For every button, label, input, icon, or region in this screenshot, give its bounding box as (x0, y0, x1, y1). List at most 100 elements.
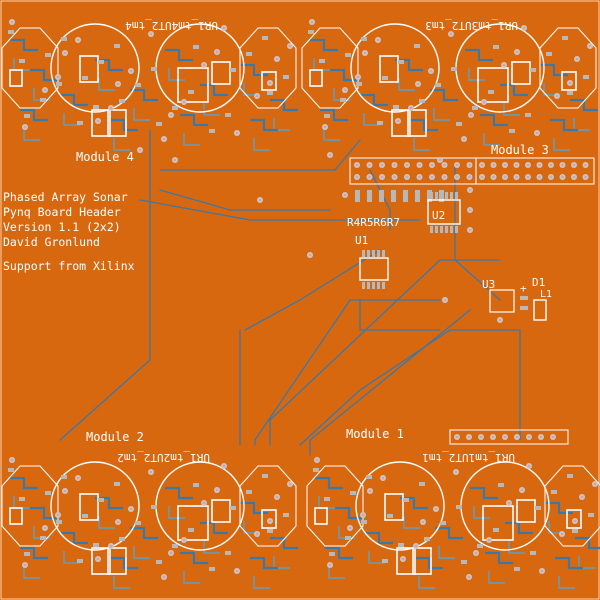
smd-pad (419, 99, 425, 103)
trace (330, 68, 358, 82)
component-outline (107, 547, 127, 575)
smd-pad (387, 514, 393, 518)
trace (270, 536, 298, 550)
smd-pad (151, 505, 157, 509)
trace (30, 68, 58, 82)
via-hole (222, 464, 226, 468)
smd-pad (403, 498, 409, 502)
smd-pad (324, 497, 330, 501)
smd-pad (588, 513, 594, 517)
component-outline (211, 499, 231, 523)
via-hole (468, 175, 471, 179)
trace (254, 299, 441, 446)
smd-pad (461, 560, 467, 564)
via-hole (492, 175, 495, 179)
via-hole (443, 163, 446, 167)
via-hole (434, 507, 438, 511)
smd-pad (319, 59, 325, 63)
trace (133, 546, 150, 559)
trace (323, 128, 340, 141)
via-hole (173, 158, 177, 162)
trace (98, 516, 115, 529)
via-hole (561, 175, 564, 179)
via-hole (275, 57, 279, 61)
via-hole (43, 526, 47, 530)
trace (575, 536, 600, 550)
via-hole (96, 119, 100, 123)
smd-pad (514, 567, 520, 571)
trace (418, 576, 435, 589)
footprint-outline (301, 27, 359, 109)
smd-pad (414, 44, 420, 48)
via-hole (343, 88, 347, 92)
via-hole (363, 51, 367, 55)
smd-pad (56, 82, 62, 86)
smd-pad (445, 226, 448, 233)
trace (438, 546, 455, 559)
smd-pad (61, 37, 67, 41)
trace (403, 516, 420, 529)
component-outline (261, 71, 277, 91)
via-hole (149, 470, 153, 474)
trace (503, 103, 520, 116)
smd-pad (535, 506, 541, 510)
smd-pad (77, 121, 83, 125)
via-hole (487, 538, 491, 542)
via-hole (222, 26, 226, 30)
trace (60, 531, 88, 545)
trace (98, 78, 115, 91)
header-outline (449, 429, 569, 445)
mirrored-label-m4: UR1_tm4UT2_tm4 (125, 19, 218, 32)
via-hole (368, 163, 371, 167)
via-hole (449, 32, 453, 36)
via-hole (56, 513, 60, 517)
trace (180, 113, 208, 127)
refdes-u1: U1 (355, 234, 368, 247)
smd-pad (283, 513, 289, 517)
smd-pad (188, 90, 194, 94)
trace (130, 88, 158, 102)
via-hole (584, 163, 587, 167)
smd-pad (379, 190, 384, 202)
trace (435, 526, 463, 540)
smd-pad (361, 37, 367, 41)
via-hole (355, 163, 359, 167)
refdes-d1: D1 (532, 276, 545, 289)
via-hole (549, 163, 553, 167)
via-hole (328, 153, 332, 157)
via-hole (63, 489, 67, 493)
trace (63, 551, 80, 564)
trace (273, 118, 290, 131)
smd-pad (472, 106, 478, 110)
via-hole (502, 63, 506, 67)
smd-pad (193, 483, 199, 487)
via-hole (258, 198, 262, 202)
trace (200, 83, 228, 97)
smd-pad (450, 226, 453, 233)
refdes-l1: L1 (540, 289, 552, 300)
trace (570, 98, 598, 112)
via-hole (323, 125, 327, 129)
via-hole (169, 113, 173, 117)
smd-pad (19, 59, 25, 63)
component-outline (177, 505, 209, 541)
via-hole (129, 507, 133, 511)
smd-pad (415, 190, 420, 202)
trace (253, 138, 270, 151)
trace (433, 108, 450, 121)
via-hole (480, 175, 484, 179)
smd-pad (509, 129, 515, 133)
via-hole (169, 551, 173, 555)
via-hole (539, 435, 543, 439)
smd-pad (230, 68, 236, 72)
smd-pad (455, 192, 458, 199)
via-hole (454, 470, 458, 474)
trace (168, 506, 185, 519)
trace (139, 199, 421, 221)
smd-pad (283, 75, 289, 79)
component-outline (177, 67, 209, 103)
trace (203, 103, 220, 116)
header-line-2: Pynq Board Header (3, 205, 121, 219)
trace (468, 68, 485, 81)
